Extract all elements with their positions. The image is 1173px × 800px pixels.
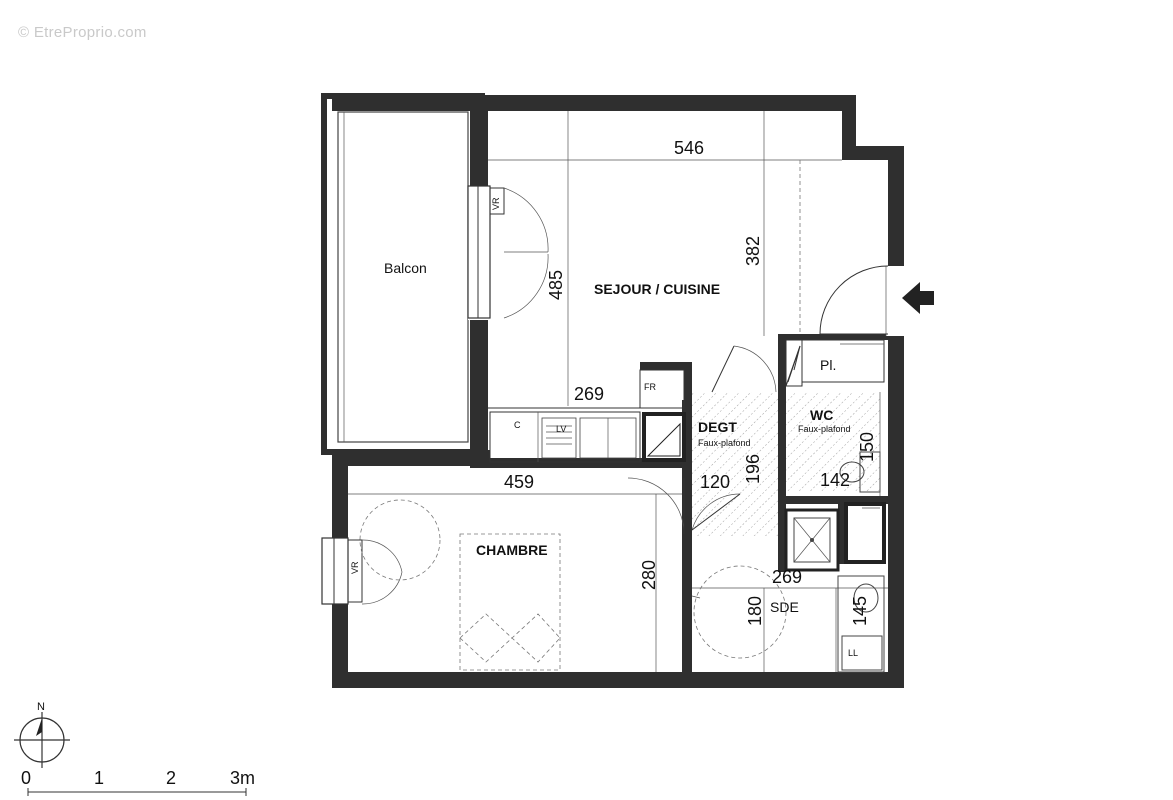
compass-north-label: N: [37, 701, 45, 713]
room-label-placard: Pl.: [820, 357, 836, 373]
fridge-label: FR: [644, 382, 656, 392]
entrance-door: [819, 265, 889, 336]
shower: [784, 502, 886, 572]
dim-sejour-depth: 382: [743, 236, 763, 266]
window-chambre: [321, 537, 403, 605]
placard: [785, 339, 885, 387]
vr-label-top: VR: [491, 197, 501, 210]
dishwasher-label: LV: [556, 424, 566, 434]
kitchen-counter: C LV FR: [489, 369, 686, 463]
dim-chambre-depth: 280: [639, 560, 659, 590]
interior-lines: [348, 111, 888, 672]
watermark: © EtreProprio.com: [18, 24, 147, 41]
room-label-chambre: CHAMBRE: [476, 542, 548, 558]
room-sublabel-degt: Faux-plafond: [698, 438, 751, 448]
sde-fixtures: LL: [691, 565, 885, 673]
dim-kitchen-width: 269: [574, 384, 604, 404]
room-label-wc: WC: [810, 407, 833, 423]
room-label-sde: SDE: [770, 599, 799, 615]
dim-sde-depth: 180: [745, 596, 765, 626]
room-label-degt: DEGT: [698, 419, 737, 435]
vr-label-bottom: VR: [350, 561, 360, 574]
scale-bar: 0 1 2 3m: [21, 768, 255, 796]
scale-tick-1: 1: [94, 768, 104, 788]
dim-wc-depth: 150: [857, 432, 877, 462]
dim-chambre-width: 459: [504, 472, 534, 492]
window-sejour: [467, 185, 549, 319]
room-label-sejour: SEJOUR / CUISINE: [594, 281, 720, 297]
toilet: [839, 392, 881, 496]
dim-degt-width: 120: [700, 472, 730, 492]
room-label-balcon: Balcon: [384, 260, 427, 276]
washer-label: LL: [848, 648, 858, 658]
entrance-arrow-icon: [902, 282, 934, 314]
dim-balcony-opening: 485: [546, 270, 566, 300]
scale-tick-2: 2: [166, 768, 176, 788]
room-sublabel-wc: Faux-plafond: [798, 424, 851, 434]
dim-sde-width: 269: [772, 567, 802, 587]
dim-degt-depth: 196: [743, 454, 763, 484]
bed: [359, 499, 561, 671]
dim-sejour-width: 546: [674, 138, 704, 158]
degt-area: [627, 345, 880, 536]
north-arrow-icon: [36, 718, 42, 736]
dim-sde-small: 145: [850, 596, 870, 626]
scale-tick-0: 0: [21, 768, 31, 788]
compass: N: [14, 701, 70, 768]
scale-tick-3: 3m: [230, 768, 255, 788]
dim-wc-width: 142: [820, 470, 850, 490]
exterior-walls: [332, 95, 904, 688]
cabinet-label: C: [514, 420, 521, 430]
